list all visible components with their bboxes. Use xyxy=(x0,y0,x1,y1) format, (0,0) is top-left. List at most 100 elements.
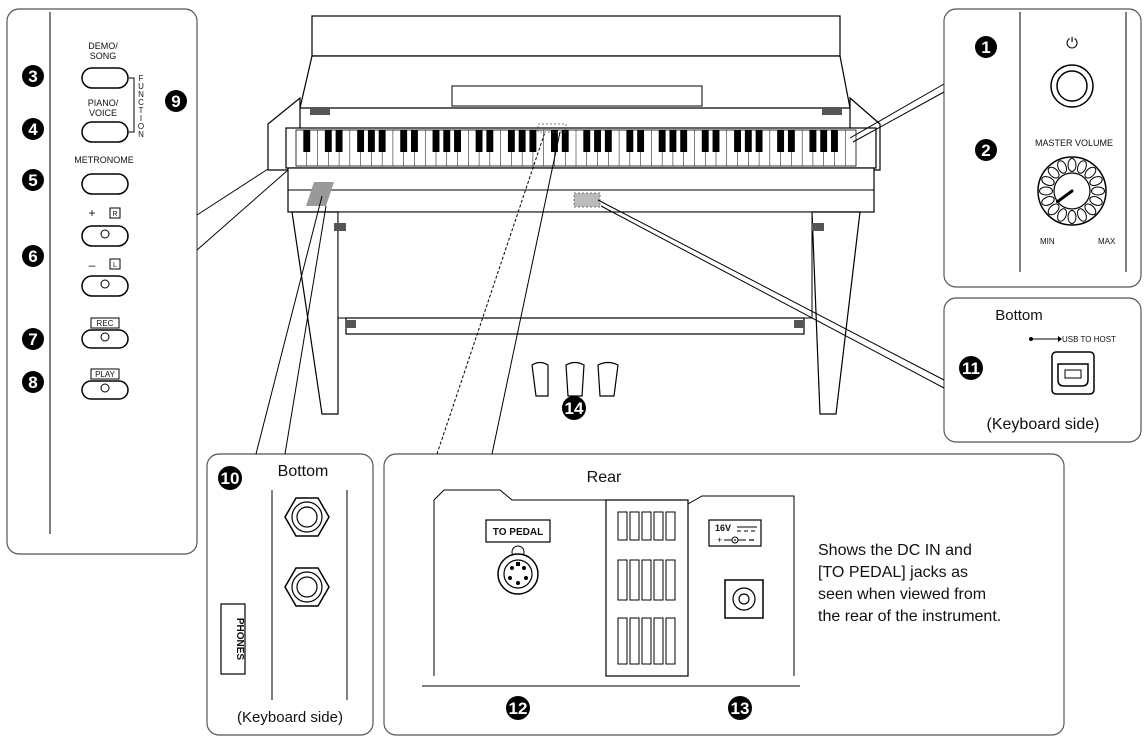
phones-jack-1[interactable] xyxy=(284,497,330,537)
usb-icon xyxy=(1029,336,1062,342)
piano-voice-label-1: PIANO/ xyxy=(88,98,119,108)
callout-11: 11 xyxy=(959,356,983,380)
vent-slot xyxy=(629,559,640,601)
plus-r-led xyxy=(100,229,110,239)
min-label: MIN xyxy=(1040,237,1055,246)
callout-4-number: 4 xyxy=(28,120,38,139)
left-panel-leader-bottom xyxy=(196,169,289,251)
black-key xyxy=(701,130,709,152)
callout-8: 8 xyxy=(22,371,44,393)
pedals xyxy=(531,361,619,397)
callout-1-number: 1 xyxy=(981,38,990,57)
piano-voice-button[interactable] xyxy=(81,121,129,143)
black-key xyxy=(432,130,440,152)
power-button[interactable] xyxy=(1056,70,1088,102)
black-key xyxy=(357,130,365,152)
black-key xyxy=(507,130,515,152)
function-vertical-label: F U N C T I O N xyxy=(138,74,144,139)
phones-location-highlight xyxy=(306,182,334,206)
black-key xyxy=(755,130,763,152)
usb-port[interactable] xyxy=(1051,351,1095,395)
rear-jack-location-marker xyxy=(537,123,567,133)
phones-panel: 10 Bottom PHONES (Keyboard side) xyxy=(206,453,374,736)
black-key xyxy=(411,130,418,152)
knob-grip-notch xyxy=(1089,176,1103,187)
vent-slot xyxy=(617,511,628,541)
knob-grip-notch xyxy=(1067,210,1077,224)
rec-label-box xyxy=(90,317,120,329)
black-key xyxy=(475,130,483,152)
vent-slot xyxy=(653,559,664,601)
callout-8-number: 8 xyxy=(28,373,37,392)
vent-slot xyxy=(653,511,664,541)
black-key xyxy=(335,130,343,152)
master-volume-knob[interactable] xyxy=(1037,156,1107,226)
black-key xyxy=(820,130,828,152)
black-key xyxy=(561,130,569,152)
right-control-panel: 1 ⏻ 2 MASTER VOLUME MIN MAX xyxy=(943,8,1142,288)
knob-grip-notch xyxy=(1057,160,1068,174)
bracket-left xyxy=(334,223,346,231)
metronome-button[interactable] xyxy=(81,173,129,195)
demo-song-button[interactable] xyxy=(81,67,129,89)
phones-label-box xyxy=(220,603,246,675)
bracket-right xyxy=(812,223,824,231)
minus-l-button[interactable] xyxy=(81,275,129,297)
black-key xyxy=(831,130,838,152)
piano-voice-label-2: VOICE xyxy=(89,108,117,118)
music-rest-ledge xyxy=(451,85,703,107)
plus-r-button[interactable] xyxy=(81,225,129,247)
metronome-label: METRONOME xyxy=(74,155,134,165)
callout-7: 7 xyxy=(22,328,44,350)
callout-11-number: 11 xyxy=(962,359,980,378)
function-letter: T xyxy=(139,106,144,115)
callout-10-number: 10 xyxy=(221,469,240,488)
usb-panel-frame xyxy=(943,297,1142,443)
function-letter: C xyxy=(138,98,144,107)
rear-note-line-3: seen when viewed from xyxy=(818,586,986,603)
phones-jack-2[interactable] xyxy=(284,567,330,607)
black-key xyxy=(734,130,741,152)
black-key xyxy=(486,130,494,152)
play-button[interactable] xyxy=(81,380,129,400)
vent-slot xyxy=(641,511,652,541)
play-label: PLAY xyxy=(95,370,116,379)
black-key xyxy=(378,130,386,152)
vent-slot xyxy=(617,617,628,665)
play-label-box xyxy=(90,368,120,380)
callout-4: 4 xyxy=(22,118,44,140)
vent-slot xyxy=(653,617,664,665)
rear-note-line-1: Shows the DC IN and xyxy=(818,542,972,559)
callout-13-number: 13 xyxy=(731,699,750,718)
power-symbol-icon: ⏻ xyxy=(1066,35,1078,52)
dc-in-jack[interactable] xyxy=(724,579,764,619)
to-pedal-jack[interactable] xyxy=(497,545,539,595)
rear-panel: Rear TO PEDAL 16V + xyxy=(383,453,1065,736)
knob-grip-notch xyxy=(1084,166,1097,179)
usb-panel: Bottom USB TO HOST 11 (Keyboard side) xyxy=(943,297,1142,443)
usb-panel-caption: (Keyboard side) xyxy=(987,416,1100,433)
usb-location-highlight xyxy=(573,192,601,208)
l-key-label: L xyxy=(113,262,117,269)
rec-button[interactable] xyxy=(81,329,129,349)
callout-10: 10 xyxy=(218,466,242,490)
knob-grip-notch xyxy=(1089,195,1103,206)
vent-slot xyxy=(665,559,676,601)
black-key xyxy=(680,130,688,152)
callout-9: 9 xyxy=(165,90,187,112)
demo-song-label-1: DEMO/ xyxy=(88,41,118,51)
callout-3: 3 xyxy=(22,65,44,87)
black-key xyxy=(604,130,612,152)
piano-lid xyxy=(311,15,841,57)
black-key xyxy=(529,130,537,152)
rear-panel-frame xyxy=(383,453,1065,736)
dc-polarity-icon: + xyxy=(717,535,754,545)
black-key xyxy=(777,130,785,152)
knob-grip-notch xyxy=(1041,195,1055,206)
usb-panel-title: Bottom xyxy=(995,307,1043,324)
callout-7-number: 7 xyxy=(28,330,37,349)
callout-2: 2 xyxy=(975,139,997,161)
callout-5: 5 xyxy=(22,169,44,191)
vent-slots xyxy=(617,511,676,665)
rear-note-line-4: the rear of the instrument. xyxy=(818,608,1001,625)
